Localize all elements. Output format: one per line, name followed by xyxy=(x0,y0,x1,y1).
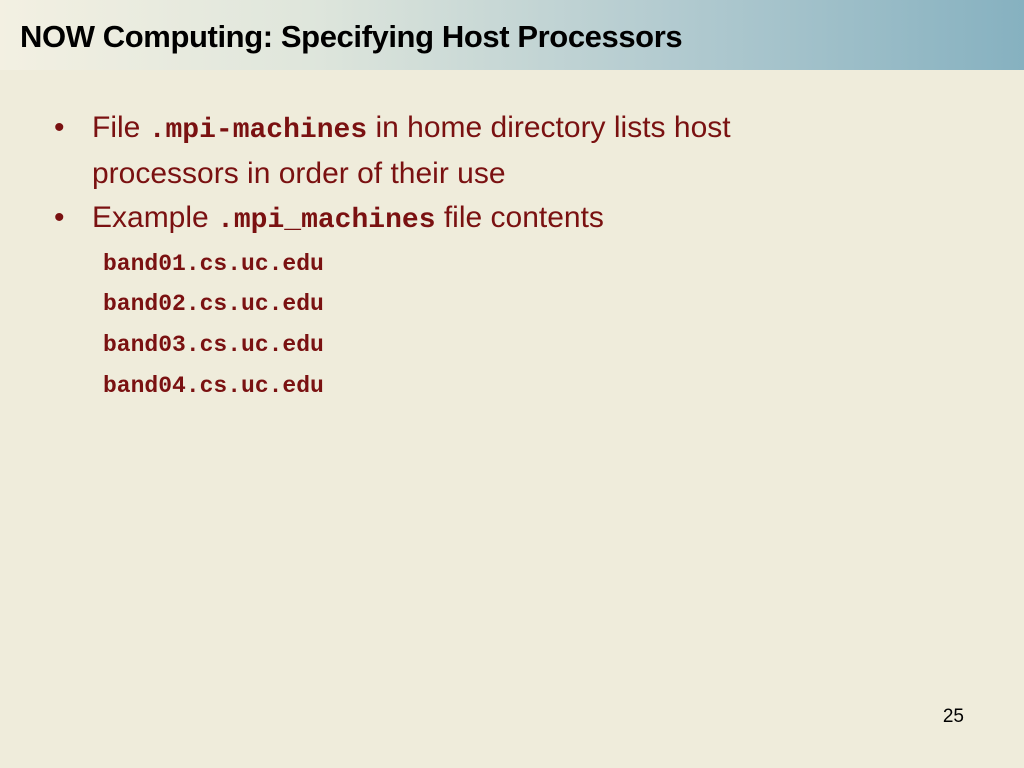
page-number: 25 xyxy=(942,706,964,727)
inline-code-filename: .mpi-machines xyxy=(148,115,368,146)
bullet-text: Example .mpi_machines file contents xyxy=(92,196,892,242)
bullet-text-line2: processors in order of their use xyxy=(92,157,506,190)
bullet-text-post: file contents xyxy=(435,201,604,234)
code-line-host: band04.cs.uc.edu xyxy=(103,373,324,399)
slide-title: NOW Computing: Specifying Host Processor… xyxy=(20,19,683,54)
bullet-text-pre: Example xyxy=(92,201,218,234)
bullet-text-pre: File xyxy=(92,111,149,144)
inline-code-filename: .mpi_machines xyxy=(217,205,436,236)
bullet-marker: • xyxy=(54,111,65,144)
code-line-host: band03.cs.uc.edu xyxy=(103,332,324,358)
code-line-host: band01.cs.uc.edu xyxy=(103,251,324,277)
bullet-marker: • xyxy=(54,201,65,234)
bullet-text: File .mpi-machines in home directory lis… xyxy=(92,106,892,195)
code-line-host: band02.cs.uc.edu xyxy=(103,291,324,317)
bullet-text-post: in home directory lists host xyxy=(367,111,731,144)
title-bar: NOW Computing: Specifying Host Processor… xyxy=(0,0,1024,70)
